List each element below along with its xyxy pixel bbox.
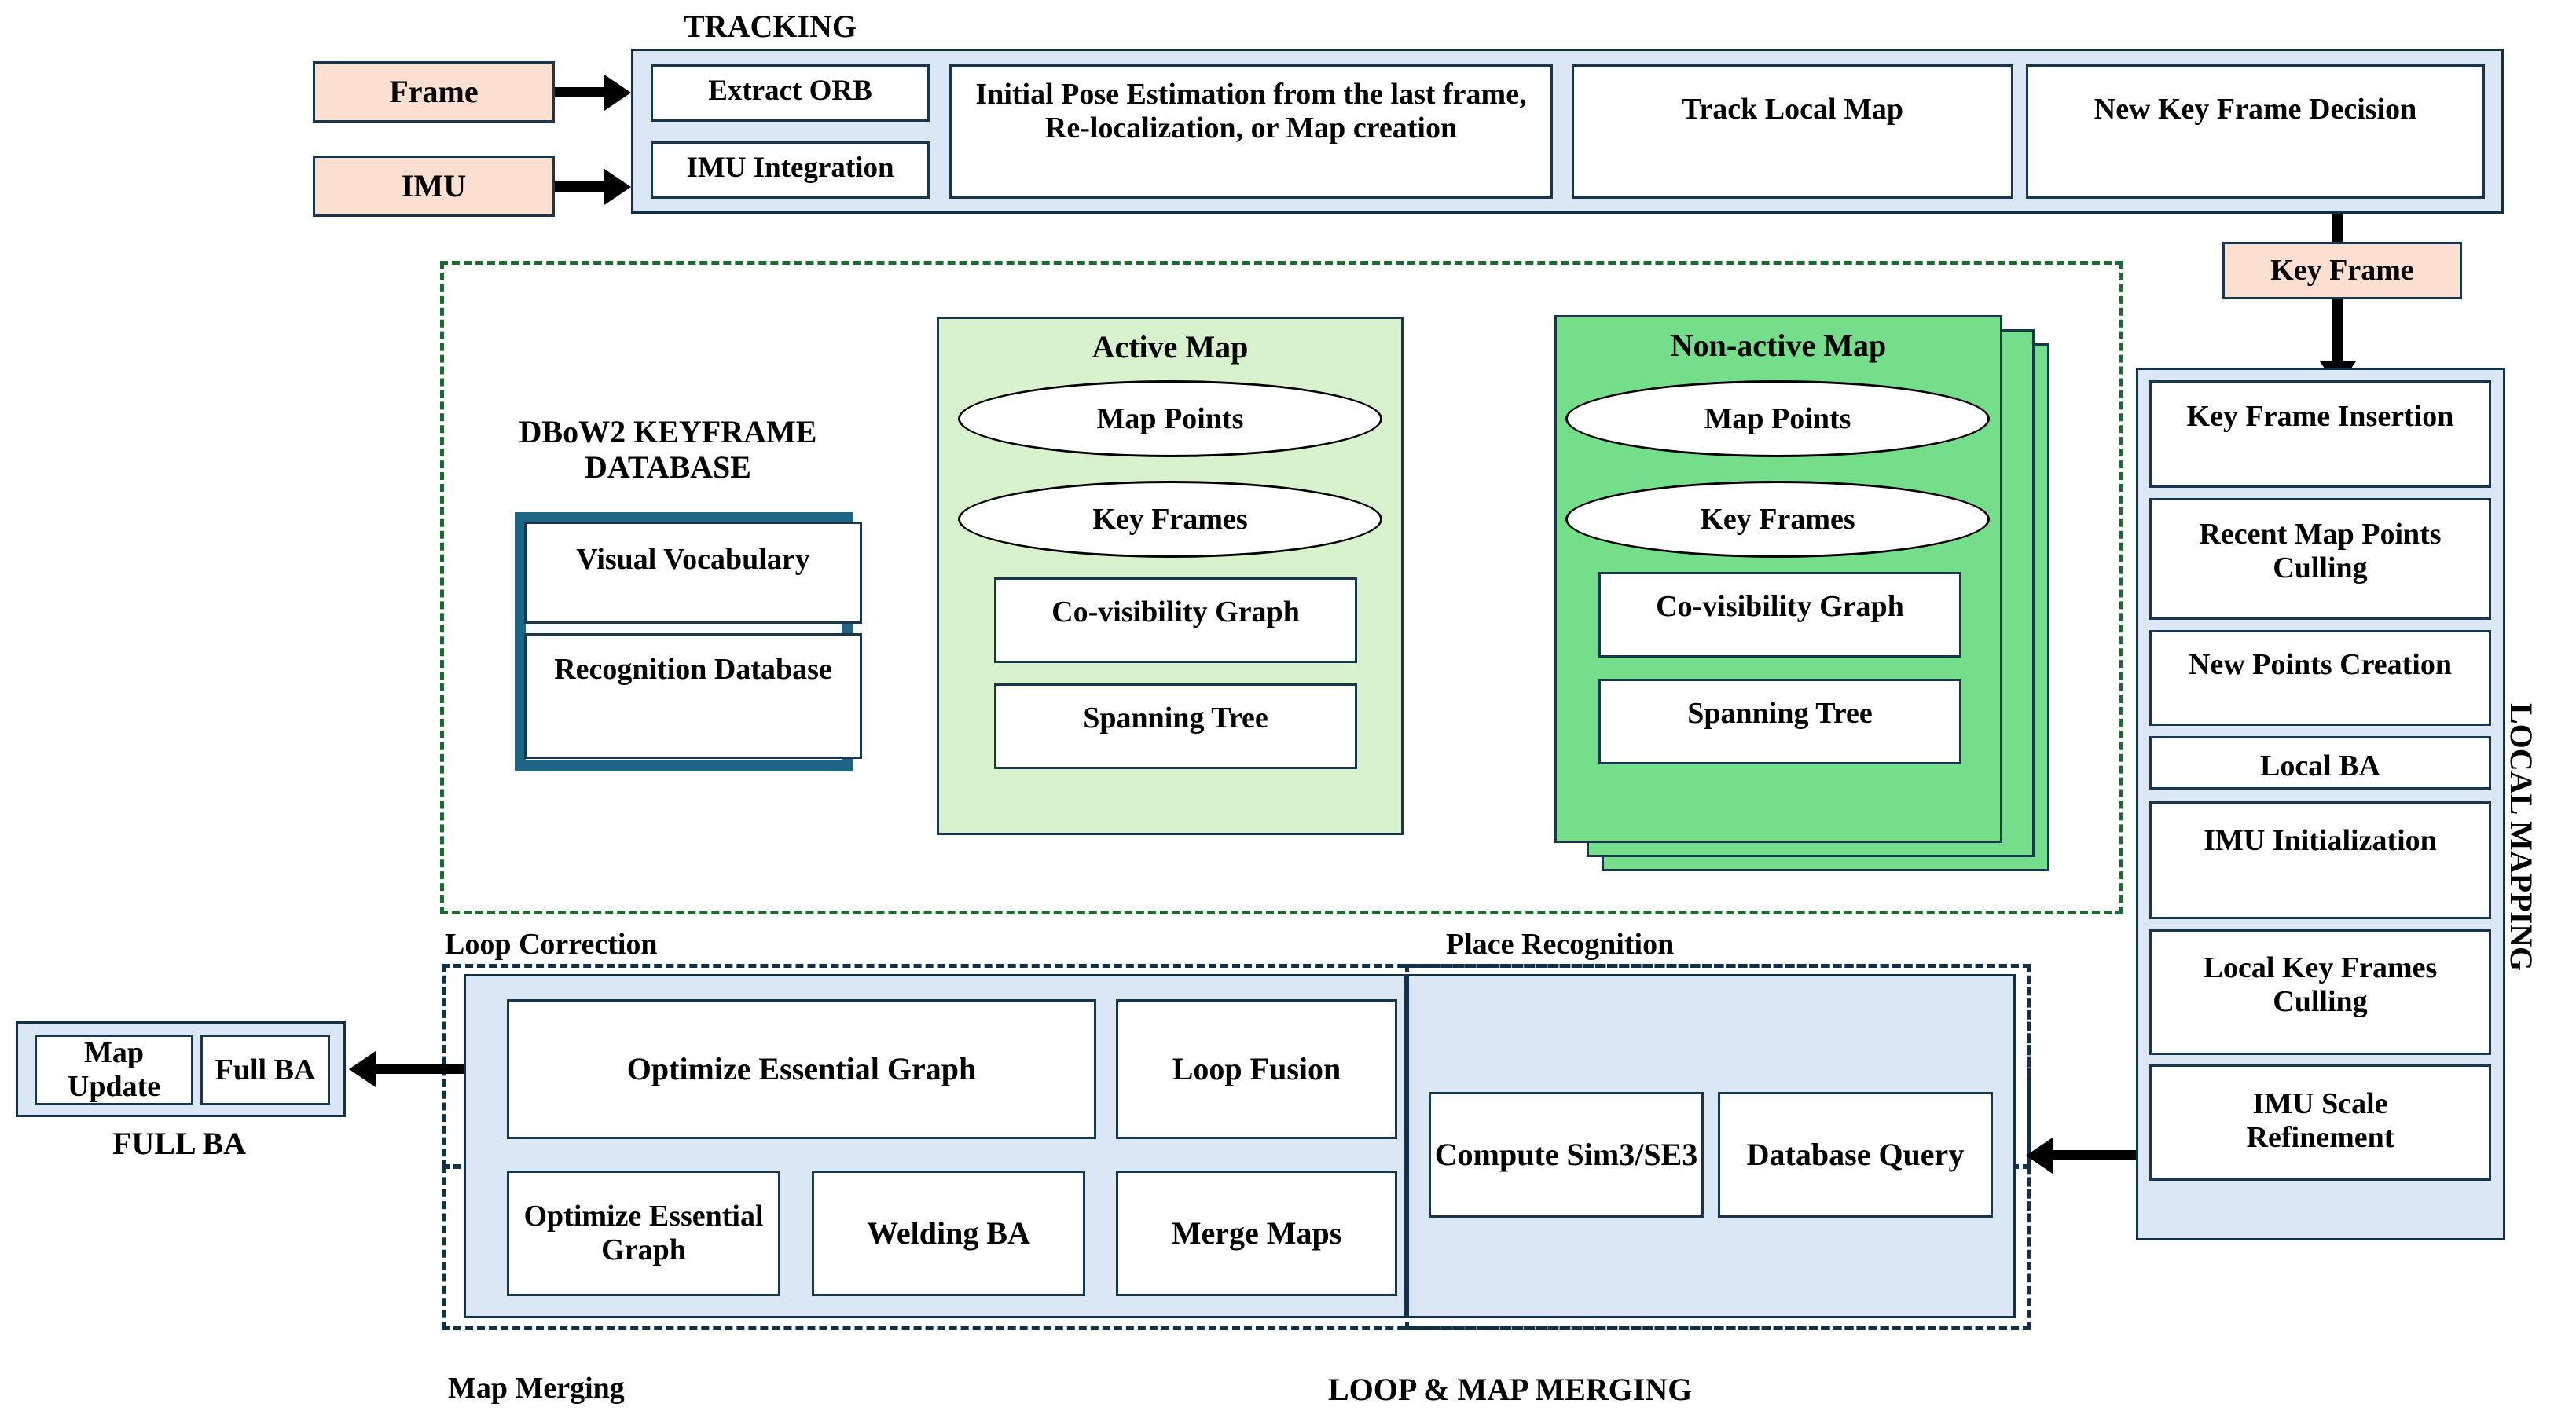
non-active-map-box-spanning-tree[interactable]: Spanning Tree xyxy=(1598,679,1961,764)
tracking-box-imu-integration[interactable]: IMU Integration xyxy=(651,141,930,199)
local-mapping-box-imu-initialization[interactable]: IMU Initialization xyxy=(2149,801,2491,919)
non-active-map-box-covisibility-graph[interactable]: Co-visibility Graph xyxy=(1598,572,1961,658)
full-ba-title: FULL BA xyxy=(112,1126,247,1161)
active-map-box-spanning-tree[interactable]: Spanning Tree xyxy=(994,683,1357,769)
merge-box-optimize-essential-graph[interactable]: Optimize Essential Graph xyxy=(507,1171,780,1296)
active-map-title: Active Map xyxy=(1092,329,1249,365)
local-mapping-box-new-points-creation[interactable]: New Points Creation xyxy=(2149,630,2491,726)
arrow-localmapping-to-placerecognition-head xyxy=(2026,1138,2053,1174)
loop-box-optimize-essential-graph[interactable]: Optimize Essential Graph xyxy=(507,999,1096,1139)
input-imu-box[interactable]: IMU xyxy=(313,156,555,217)
active-map-ellipse-map-points[interactable]: Map Points xyxy=(958,380,1382,457)
local-mapping-box-local-key-frames-culling[interactable]: Local Key Frames Culling xyxy=(2149,929,2491,1055)
tracking-box-extract-orb[interactable]: Extract ORB xyxy=(651,64,930,122)
tracking-box-new-key-frame-decision[interactable]: New Key Frame Decision xyxy=(2026,64,2485,199)
full-ba-box-map-update[interactable]: Map Update xyxy=(35,1035,193,1105)
local-mapping-box-local-ba[interactable]: Local BA xyxy=(2149,736,2491,790)
place-recognition-box-compute-sim3-se3[interactable]: Compute Sim3/SE3 xyxy=(1429,1092,1704,1218)
full-ba-box-full-ba[interactable]: Full BA xyxy=(200,1035,330,1105)
tracking-box-initial-pose-estimation[interactable]: Initial Pose Estimation from the last fr… xyxy=(949,64,1553,199)
loop-correction-title: Loop Correction xyxy=(445,928,658,961)
place-recognition-box-database-query[interactable]: Database Query xyxy=(1718,1092,1993,1218)
keyframe-token-box[interactable]: Key Frame xyxy=(2222,242,2462,299)
dbow2-box-visual-vocabulary[interactable]: Visual Vocabulary xyxy=(524,522,862,624)
non-active-map-title: Non-active Map xyxy=(1670,328,1887,363)
non-active-map-ellipse-map-points[interactable]: Map Points xyxy=(1565,380,1990,457)
merge-box-merge-maps[interactable]: Merge Maps xyxy=(1116,1171,1397,1296)
local-mapping-box-imu-scale-refinement[interactable]: IMU Scale Refinement xyxy=(2149,1064,2491,1181)
atlas-dashed-container xyxy=(440,261,2123,914)
map-merging-title: Map Merging xyxy=(448,1372,625,1405)
loop-box-loop-fusion[interactable]: Loop Fusion xyxy=(1116,999,1397,1139)
tracking-title: TRACKING xyxy=(684,9,857,44)
dbow2-box-recognition-database[interactable]: Recognition Database xyxy=(524,633,862,759)
active-map-box-covisibility-graph[interactable]: Co-visibility Graph xyxy=(994,577,1357,663)
arrow-frame-to-tracking-head xyxy=(604,75,631,111)
arrow-imu-to-tracking xyxy=(555,181,606,192)
loop-and-map-merging-title: LOOP & MAP MERGING xyxy=(1328,1372,1693,1407)
merge-box-welding-ba[interactable]: Welding BA xyxy=(812,1171,1085,1296)
arrow-imu-to-tracking-head xyxy=(604,169,631,205)
tracking-box-track-local-map[interactable]: Track Local Map xyxy=(1572,64,2013,199)
local-mapping-title: LOCAL MAPPING xyxy=(2504,703,2539,972)
place-recognition-title: Place Recognition xyxy=(1446,928,1675,961)
arrow-loop-to-fullba xyxy=(376,1064,464,1074)
arrow-frame-to-tracking xyxy=(555,87,606,97)
local-mapping-box-key-frame-insertion[interactable]: Key Frame Insertion xyxy=(2149,380,2491,488)
arrow-keyframe-to-localmapping xyxy=(2332,299,2343,365)
arrow-localmapping-to-placerecognition xyxy=(2053,1150,2136,1160)
input-frame-box[interactable]: Frame xyxy=(313,61,555,123)
dbow2-title: DBoW2 KEYFRAME DATABASE xyxy=(519,414,817,485)
non-active-map-ellipse-key-frames[interactable]: Key Frames xyxy=(1565,481,1990,558)
active-map-ellipse-key-frames[interactable]: Key Frames xyxy=(958,481,1382,558)
arrow-loop-to-fullba-head xyxy=(349,1051,376,1087)
local-mapping-box-recent-map-points-culling[interactable]: Recent Map Points Culling xyxy=(2149,498,2491,620)
